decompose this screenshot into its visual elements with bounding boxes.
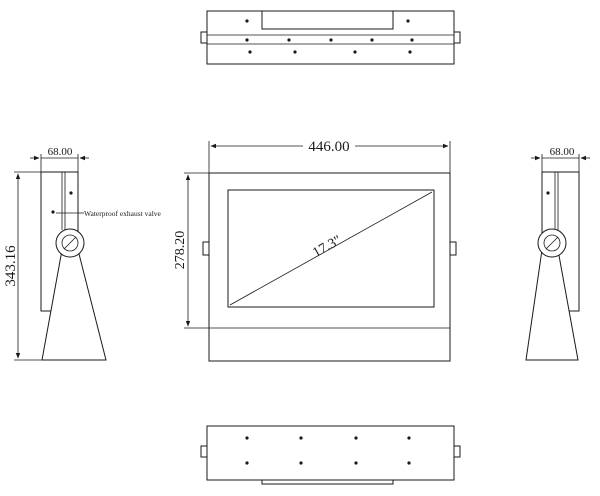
right-side-view: 68.00 [525,146,590,361]
top-view-knob-right [453,31,461,44]
bottom-view-body [206,425,455,481]
exhaust-valve-callout: Waterproof exhaust valve [84,209,162,218]
top-view-knob-left [200,31,208,44]
bottom-view-knob-right [453,445,461,458]
height-dimension-label: 278.20 [173,231,188,270]
top-view-bracket [261,10,394,30]
left-side-view: 68.00 343.16 Waterproof exhaust valve [3,146,162,361]
front-view-knob-left [202,241,210,256]
left-depth-label: 68.00 [48,146,73,158]
top-view [200,10,461,65]
bottom-view [200,425,461,485]
front-view: 446.00 278.20 17.3" [173,138,457,362]
bottom-view-lip [261,479,394,485]
width-dimension-label: 446.00 [308,139,349,155]
right-depth-label: 68.00 [550,146,575,158]
total-height-label: 343.16 [3,245,19,287]
front-view-knob-right [449,241,457,256]
diagonal-line [229,191,433,306]
bottom-view-knob-left [200,445,208,458]
